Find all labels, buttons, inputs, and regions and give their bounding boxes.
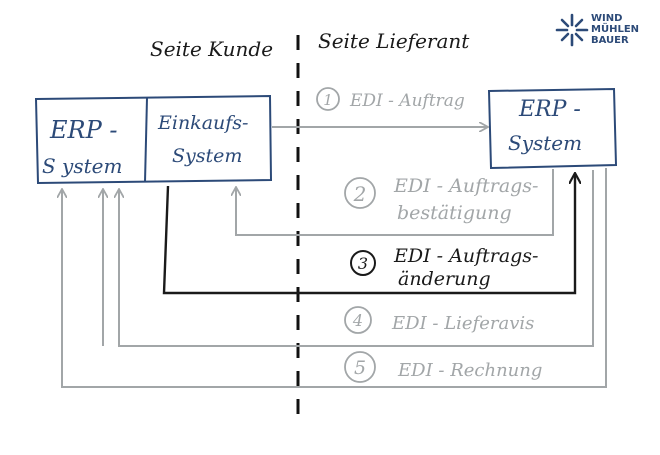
message-4-number-circle (344, 306, 372, 334)
message-3-number: 3 (358, 254, 368, 273)
message-3-label-line2: änderung (398, 268, 491, 290)
supplier-side-label: Seite Lieferant (318, 29, 470, 53)
customer-erp-label-line2: S ystem (42, 154, 122, 178)
purchasing-label-line2: System (172, 145, 242, 167)
message-2-label-line2: bestätigung (397, 202, 512, 224)
edi-order-change-arrow (162, 174, 575, 295)
customer-box-divider (144, 97, 148, 183)
customer-erp-label-line1: ERP - (49, 116, 117, 144)
supplier-erp-box (487, 87, 618, 170)
message-1-number: 1 (323, 91, 333, 109)
edi-invoice-arrow (62, 168, 607, 388)
message-3-number-circle (350, 250, 376, 276)
message-2-number-circle (344, 177, 376, 209)
message-1-number-circle (316, 87, 340, 111)
customer-box-outline (34, 94, 273, 185)
edi-delivery-notice-arrow (119, 170, 594, 347)
message-2-label-line1: EDI - Auftrags- (393, 175, 538, 197)
customer-systems-box (34, 94, 273, 185)
windmuehlenbauer-logo: WIND MÜHLEN BAUER (555, 13, 639, 47)
message-3-label-line1: EDI - Auftrags- (393, 245, 538, 267)
purchasing-label-line1: Einkaufs- (157, 112, 248, 134)
message-5-number-circle (344, 351, 376, 383)
message-4: 4 EDI - Lieferavis (344, 306, 534, 334)
message-1: 1 EDI - Auftrag (316, 87, 465, 111)
message-5-number: 5 (354, 357, 366, 379)
logo-text-line3: BAUER (591, 35, 629, 46)
supplier-erp-label-line2: System (508, 131, 582, 155)
logo-text-line2: MÜHLEN (591, 21, 639, 35)
message-3: 3 EDI - Auftrags- änderung (350, 245, 538, 290)
logo-windmill-icon (555, 13, 589, 47)
message-5-label: EDI - Rechnung (397, 360, 542, 381)
message-2-number: 2 (353, 182, 367, 206)
message-1-label: EDI - Auftrag (349, 91, 465, 111)
message-5: 5 EDI - Rechnung (344, 351, 542, 383)
message-4-number: 4 (352, 311, 363, 330)
edi-order-confirmation-arrow (236, 169, 554, 236)
message-2: 2 EDI - Auftrags- bestätigung (344, 175, 538, 224)
logo-text-line1: WIND (591, 13, 622, 24)
supplier-erp-label-line1: ERP - (518, 97, 581, 122)
message-4-label: EDI - Lieferavis (391, 313, 534, 334)
customer-side-label: Seite Kunde (150, 37, 273, 61)
